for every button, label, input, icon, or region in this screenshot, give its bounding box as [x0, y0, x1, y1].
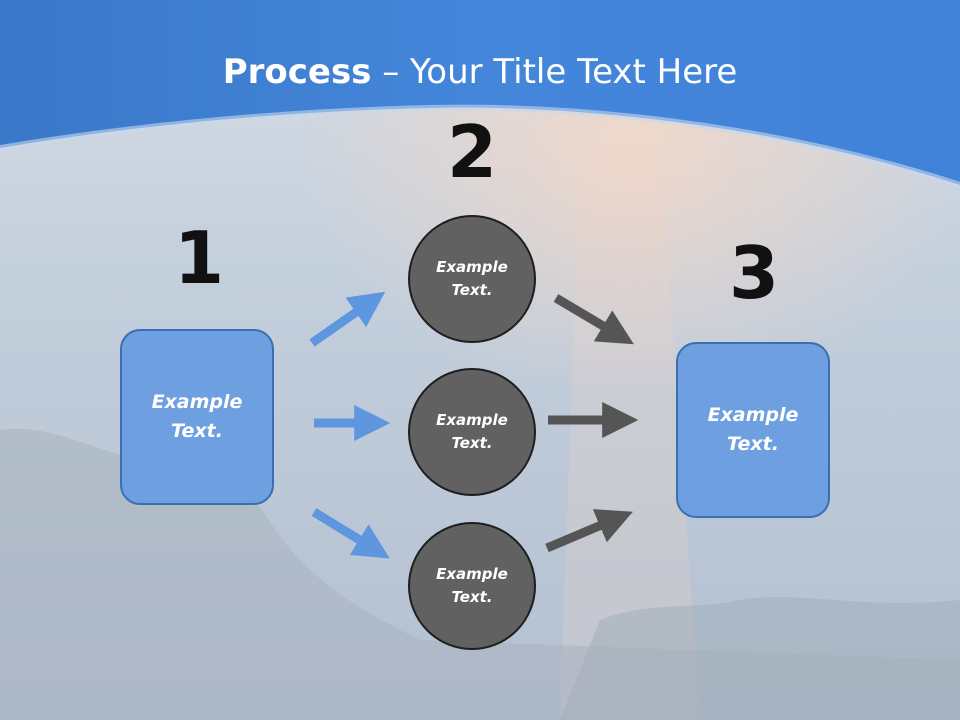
- slide-title: Process – Your Title Text Here: [0, 52, 960, 92]
- process-circle-bottom[interactable]: Example Text.: [408, 522, 536, 650]
- arrow-to-bottom-circle: [311, 508, 390, 559]
- title-rest: – Your Title Text Here: [371, 52, 738, 92]
- start-box-line1: Example: [151, 391, 243, 413]
- arrow-from-top-circle: [553, 294, 634, 345]
- title-bold: Process: [222, 52, 372, 92]
- end-box-line2: Text.: [727, 433, 779, 455]
- arrow-to-top-circle: [309, 291, 386, 347]
- circle-middle-line2: Text.: [451, 434, 493, 452]
- end-box[interactable]: Example Text.: [676, 342, 830, 518]
- end-box-line1: Example: [707, 404, 799, 426]
- circle-top-line2: Text.: [451, 281, 493, 299]
- circle-top-line1: Example: [436, 258, 508, 276]
- step-number-2: 2: [446, 110, 498, 194]
- circle-middle-line1: Example: [436, 411, 508, 429]
- arrow-from-bottom-circle: [545, 509, 633, 553]
- start-box-line2: Text.: [171, 420, 223, 442]
- circle-bottom-line1: Example: [436, 565, 508, 583]
- process-circle-top[interactable]: Example Text.: [408, 215, 536, 343]
- process-circle-middle[interactable]: Example Text.: [408, 368, 536, 496]
- start-box[interactable]: Example Text.: [120, 329, 274, 505]
- step-number-3: 3: [728, 231, 780, 315]
- circle-bottom-line2: Text.: [451, 588, 493, 606]
- step-number-1: 1: [173, 216, 225, 300]
